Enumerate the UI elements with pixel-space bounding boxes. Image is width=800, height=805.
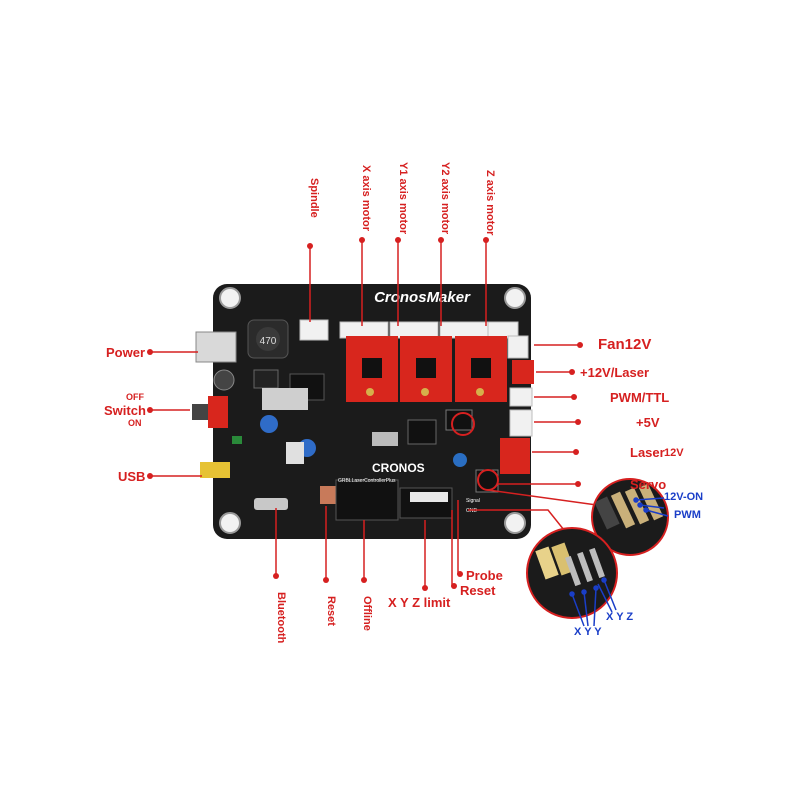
label-y2-axis-motor: Y2 axis motor: [439, 162, 451, 235]
label-probe: Probe: [466, 568, 503, 583]
inductor-text: 470: [260, 336, 277, 347]
label-xyz-limit: X Y Z limit: [388, 595, 451, 610]
label-12v-on: 12V-ON: [664, 491, 704, 503]
label-fan12v: Fan12V: [598, 336, 652, 353]
label-xyz: X Y Z: [606, 611, 634, 623]
signal-text: Signal: [466, 498, 480, 504]
gnd-text: GND: [466, 508, 478, 514]
label-servo: Servo: [630, 477, 667, 492]
label-reset-button: Reset: [325, 596, 337, 626]
label-12v-laser: +12V/Laser: [580, 365, 650, 380]
leader-lines: [150, 240, 605, 588]
label-switch-on: ON: [128, 418, 142, 428]
label-bluetooth: Bluetooth: [275, 592, 287, 644]
mount-holes: [219, 287, 526, 534]
label-reset-pin: Reset: [460, 583, 496, 598]
model-text: GRBLLaserControllerPlus: [338, 478, 396, 484]
label-usb: USB: [118, 469, 146, 484]
label-spindle: Spindle: [308, 178, 320, 218]
inset-servo-closeup: [591, 478, 669, 556]
label-x-axis-motor: X axis motor: [360, 165, 372, 232]
left-components: [192, 319, 325, 510]
label-y1-axis-motor: Y1 axis motor: [397, 162, 409, 235]
bottom-components: [320, 409, 499, 521]
label-pwm-ttl: PWM/TTL: [610, 390, 670, 405]
highlight-header: [451, 412, 475, 436]
label-z-axis-motor: Z axis motor: [484, 170, 496, 236]
logo-text: CRONOS: [372, 461, 425, 475]
leader-dots: [147, 237, 583, 591]
stepper-drivers: [346, 336, 507, 402]
inset-limit-closeup: [526, 527, 618, 627]
label-switch-off: OFF: [126, 392, 144, 402]
right-connectors: [500, 335, 534, 474]
label-plus-5v: +5V: [636, 415, 660, 430]
brand-text: CronosMaker: [374, 289, 471, 306]
label-offline: Offline: [361, 596, 373, 631]
label-switch: Switch: [104, 403, 146, 418]
label-pwm-pin: PWM: [674, 509, 701, 521]
label-laser: Laser: [630, 445, 665, 460]
label-xyy: X Y Y: [574, 626, 602, 638]
label-power: Power: [106, 345, 146, 360]
label-laser-12v: 12V: [664, 447, 684, 459]
motor-headers: [299, 319, 519, 341]
